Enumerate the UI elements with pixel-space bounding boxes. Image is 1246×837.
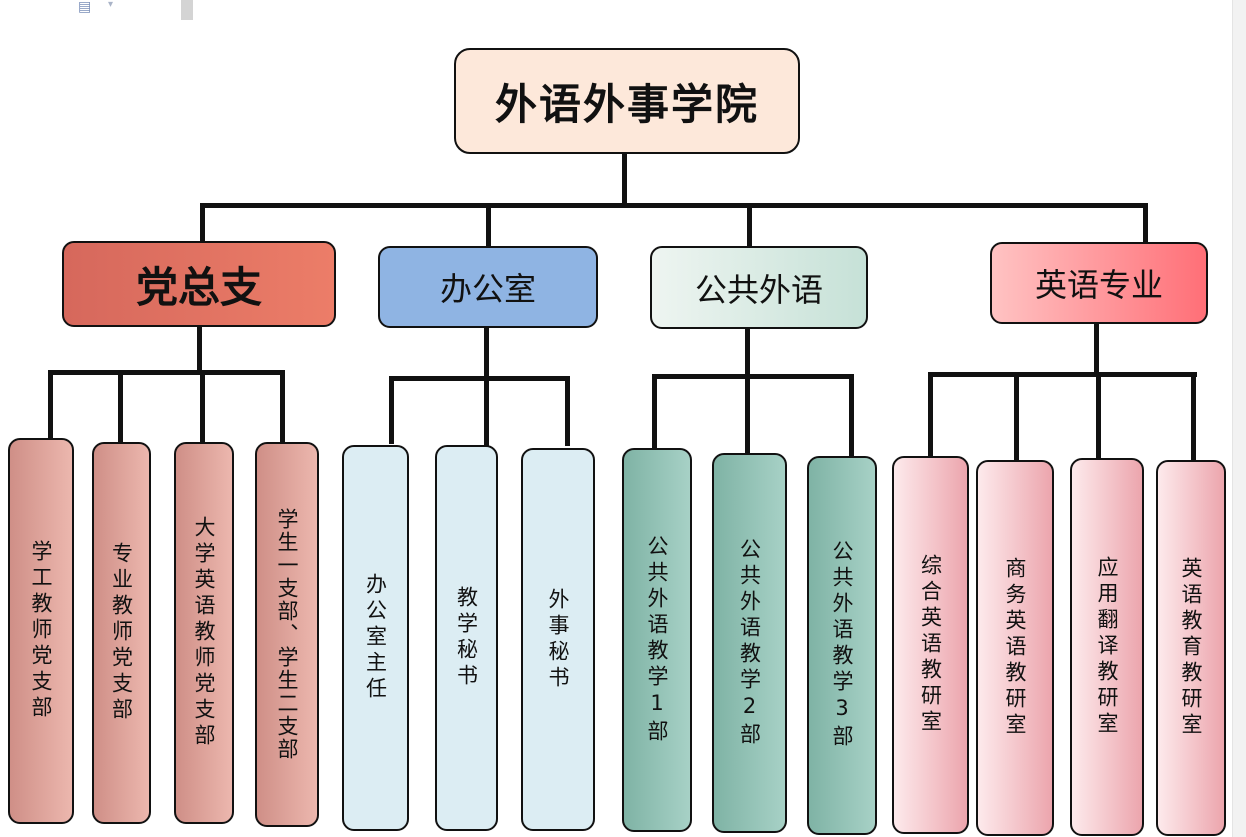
connector [48,370,53,440]
connector [118,372,123,444]
connector [389,376,570,381]
scrollbar[interactable] [1232,0,1246,837]
dept-node-office: 办公室 [378,246,598,328]
connector [1191,374,1196,462]
connector [48,370,285,375]
chevron-down-icon[interactable]: ▾ [108,0,114,10]
leaf-node: 办公室主任 [342,445,409,831]
connector [486,203,491,247]
connector [652,374,854,379]
connector [200,203,1148,208]
connector [1096,374,1101,460]
leaf-node: 公共外语教学3部 [807,456,877,835]
connector [928,374,933,458]
dept-node-english-major: 英语专业 [990,242,1208,324]
leaf-node: 专业教师党支部 [92,442,151,824]
connector [747,207,752,247]
connector [849,376,854,458]
leaf-node: 大学英语教师党支部 [174,442,234,824]
leaf-node: 外事秘书 [521,448,595,831]
connector [1143,207,1148,243]
connector [280,372,285,444]
leaf-node: 教学秘书 [435,445,498,831]
connector [745,376,750,456]
dept-node-party: 党总支 [62,241,336,327]
leaf-node: 公共外语教学2部 [712,453,787,833]
connector [389,376,394,444]
leaf-node: 学生一支部、学生二支部 [255,442,319,827]
connector [200,372,205,444]
connector [197,326,202,372]
leaf-node: 综合英语教研室 [892,456,969,834]
connector [1014,374,1019,462]
leaf-node: 英语教育教研室 [1156,460,1226,836]
connector [484,328,489,378]
connector [652,376,657,450]
connector [1094,324,1099,374]
connector [745,329,750,377]
connector [484,378,489,446]
leaf-node: 公共外语教学1部 [622,448,692,832]
leaf-node: 学工教师党支部 [8,438,74,824]
leaf-node: 应用翻译教研室 [1070,458,1144,836]
connector [928,372,1197,377]
connector [565,376,570,446]
connector [200,203,205,243]
document-icon[interactable]: ▤ [78,0,92,15]
dept-node-public-foreign-language: 公共外语 [650,246,868,329]
root-node: 外语外事学院 [454,48,800,154]
leaf-node: 商务英语教研室 [976,460,1054,836]
connector [622,154,627,206]
toolbar-divider [181,0,193,20]
